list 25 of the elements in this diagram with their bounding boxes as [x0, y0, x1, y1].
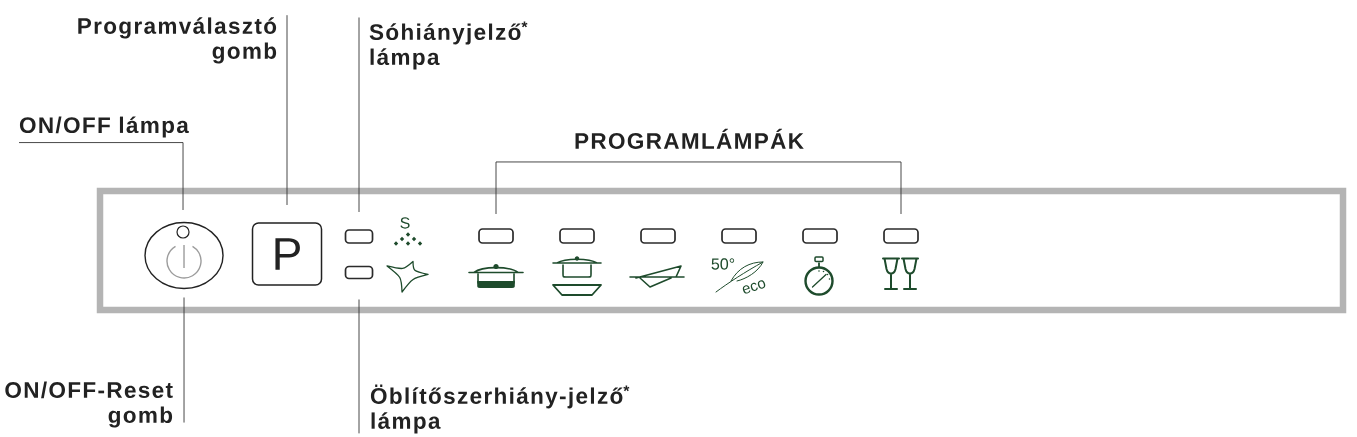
leader-line: [286, 14, 288, 206]
indicator-lamp: [478, 228, 514, 244]
power-button: [144, 221, 224, 290]
callout-label: PROGRAMLÁMPÁK: [575, 128, 804, 149]
indicator-lamp: [883, 228, 919, 244]
callout-label: ON/OFF lámpa: [19, 116, 189, 138]
leader-line: [18, 142, 184, 211]
indicator-lamp: [640, 228, 676, 244]
callout-label: Sóhiányjelző$^{*}$ lámpa: [369, 21, 528, 70]
program-button: P: [251, 222, 323, 286]
leader-line: [688, 161, 902, 215]
indicator-lamp: [344, 229, 374, 244]
leader-line: [495, 161, 690, 215]
indicator-lamp: [559, 228, 595, 244]
indicator-lamp: [344, 265, 374, 280]
callout-label: ON/OFF-Reset gomb: [5, 381, 173, 428]
indicator-lamp: [802, 228, 838, 244]
callout-label: Öblítőszerhiány-jelző$^{*}$ lámpa: [370, 384, 630, 434]
leader-line: [183, 297, 185, 423]
indicator-lamp: [176, 225, 190, 239]
indicator-lamp: [721, 228, 757, 244]
leader-line: [358, 17, 360, 213]
callout-label: Programválasztó gomb: [78, 17, 277, 64]
leader-line: [358, 299, 360, 434]
control-panel: [96, 187, 1347, 314]
